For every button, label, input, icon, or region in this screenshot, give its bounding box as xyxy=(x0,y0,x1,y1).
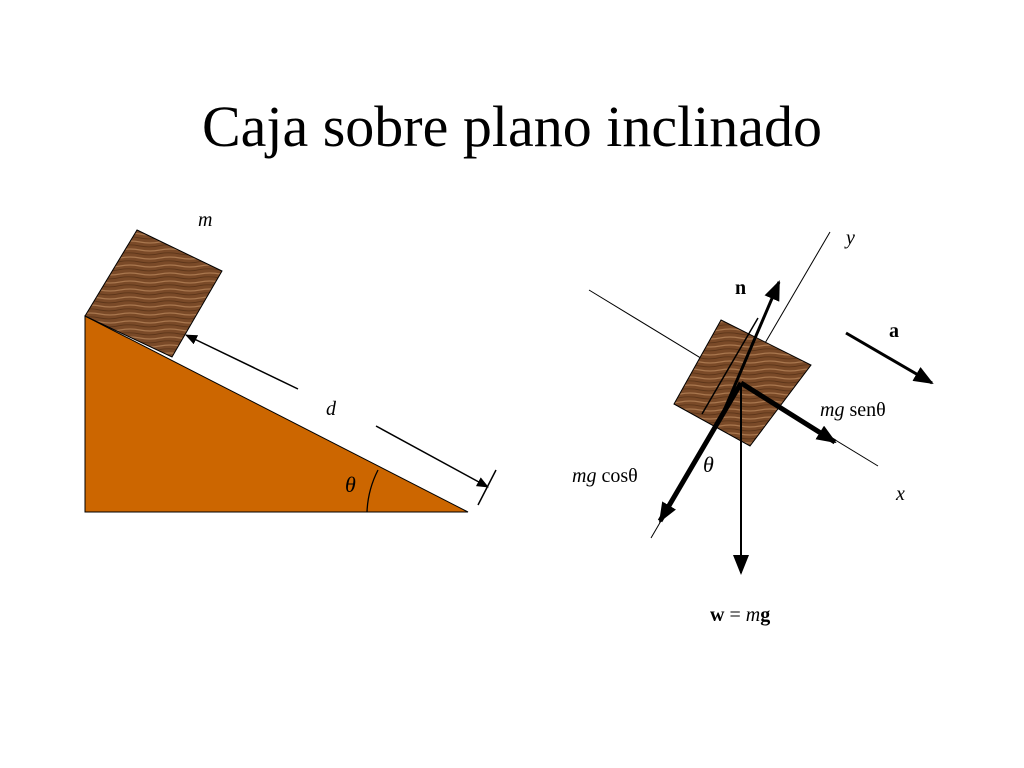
box-on-incline xyxy=(84,229,223,358)
mass-label: m xyxy=(198,209,212,231)
incline-diagram: m d θ xyxy=(84,209,497,513)
weight-g: g xyxy=(760,604,770,626)
acceleration-label: a xyxy=(889,320,899,342)
parallel-component-arrow xyxy=(739,380,837,445)
weight-m: m xyxy=(746,604,760,626)
acceleration-arrow xyxy=(845,331,934,385)
perpendicular-component-func: cosθ xyxy=(596,465,637,487)
perpendicular-component-arrow xyxy=(657,381,744,523)
perpendicular-component-prefix: mg xyxy=(572,465,596,487)
x-axis-label: x xyxy=(895,483,905,505)
perpendicular-component-label: mg cosθ xyxy=(572,465,638,487)
normal-shadow-line xyxy=(701,317,759,415)
distance-label: d xyxy=(326,398,337,420)
page-title: Caja sobre plano inclinado xyxy=(201,94,823,159)
distance-arrow-lower xyxy=(375,425,489,488)
inclined-plane xyxy=(84,315,469,513)
weight-label: w = mg xyxy=(710,604,770,626)
angle-label-right: θ xyxy=(703,452,714,477)
weight-eq: = xyxy=(724,604,745,626)
y-axis-label: y xyxy=(844,227,855,249)
parallel-component-func: senθ xyxy=(844,399,885,421)
parallel-component-label: mg senθ xyxy=(820,399,886,421)
angle-label-left: θ xyxy=(345,472,356,497)
normal-force-arrow xyxy=(718,280,781,421)
distance-arrow-upper xyxy=(185,334,299,390)
parallel-component-prefix: mg xyxy=(820,399,844,421)
weight-w: w xyxy=(710,604,725,626)
free-body-diagram: y x n a θ mg senθ mg cosθ w = mg xyxy=(572,227,934,626)
angle-arc xyxy=(366,469,379,513)
distance-tick-end xyxy=(477,469,497,506)
normal-label: n xyxy=(735,277,746,299)
